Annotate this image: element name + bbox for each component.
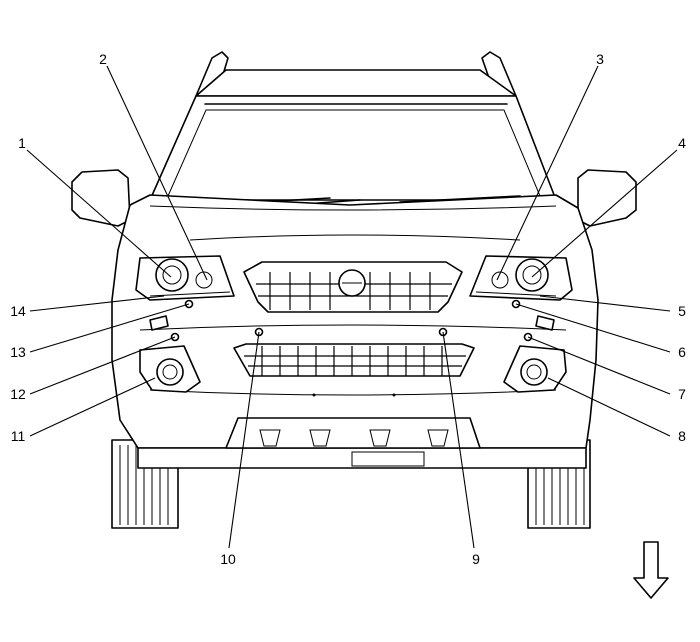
leader-lines bbox=[26, 65, 678, 549]
right-headlamp bbox=[469, 255, 573, 301]
body bbox=[111, 194, 599, 449]
callout-4: 4 bbox=[678, 135, 686, 151]
lower-grille bbox=[233, 343, 475, 377]
callout-3: 3 bbox=[596, 51, 604, 67]
callout-11: 11 bbox=[11, 428, 26, 444]
upper-grille bbox=[243, 261, 463, 313]
callout-9: 9 bbox=[472, 551, 480, 567]
right-side-marker bbox=[535, 315, 555, 331]
left-fog-lamp bbox=[139, 345, 201, 393]
windshield bbox=[149, 95, 557, 201]
right-fog-lamp bbox=[503, 345, 567, 393]
left-side-marker bbox=[149, 315, 169, 331]
callout-12: 12 bbox=[10, 386, 26, 402]
left-headlamp bbox=[135, 255, 235, 301]
callout-8: 8 bbox=[678, 428, 686, 444]
down-arrow-icon bbox=[633, 541, 669, 599]
callout-7: 7 bbox=[678, 386, 686, 402]
callout-6: 6 bbox=[678, 344, 686, 360]
lower-bumper bbox=[137, 393, 587, 469]
right-mirror bbox=[577, 169, 637, 227]
callout-labels: 1 2 3 4 5 6 7 8 9 10 11 12 13 14 bbox=[10, 51, 686, 567]
callout-13: 13 bbox=[10, 344, 26, 360]
roof bbox=[195, 69, 517, 97]
callout-5: 5 bbox=[678, 303, 686, 319]
callout-2: 2 bbox=[99, 51, 107, 67]
callout-10: 10 bbox=[220, 551, 236, 567]
callout-14: 14 bbox=[10, 303, 26, 319]
callout-1: 1 bbox=[18, 135, 26, 151]
vehicle-illustration bbox=[71, 51, 637, 529]
